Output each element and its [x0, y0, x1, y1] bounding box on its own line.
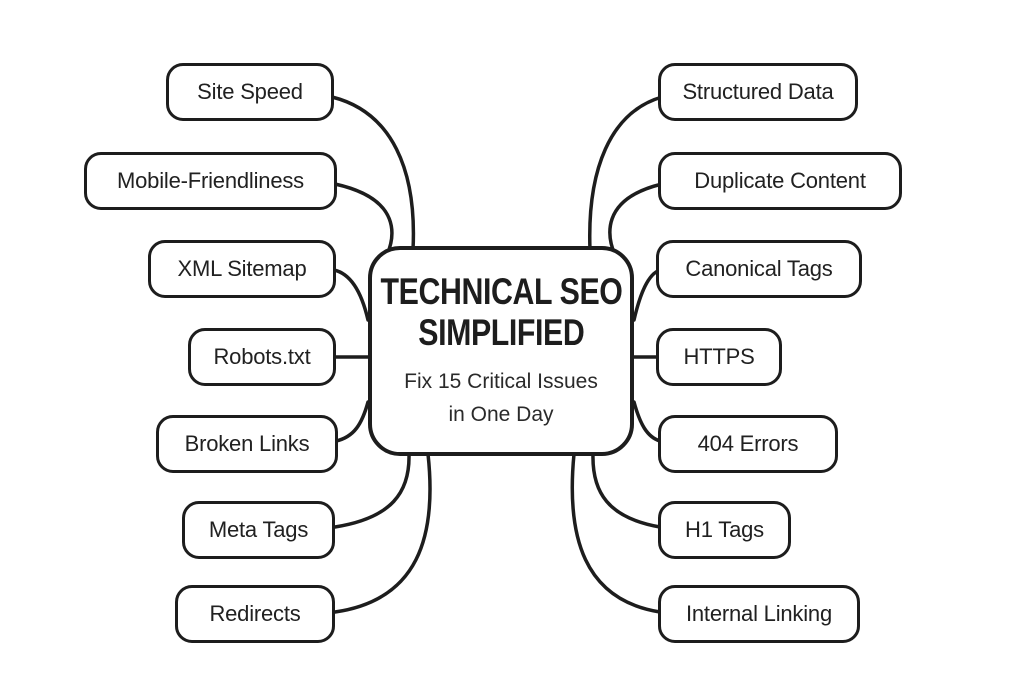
center-title-line1: TECHNICAL SEO [380, 270, 622, 312]
node-label-mobile-friendliness: Mobile-Friendliness [117, 168, 304, 193]
connector-structured-data [587, 95, 664, 252]
node-label-internal-linking: Internal Linking [685, 601, 832, 626]
node-label-robots-txt: Robots.txt [213, 344, 311, 369]
node-label-meta-tags: Meta Tags [208, 517, 309, 542]
node-duplicate-content: Duplicate Content [658, 152, 902, 210]
center-subtitle-line2: in One Day [448, 402, 554, 426]
node-mobile-friendliness: Mobile-Friendliness [84, 152, 337, 210]
node-label-canonical-tags: Canonical Tags [685, 256, 833, 281]
node-internal-linking: Internal Linking [658, 585, 860, 643]
node-label-site-speed: Site Speed [197, 79, 303, 104]
node-xml-sitemap: XML Sitemap [148, 240, 336, 298]
connector-internal-linking [570, 452, 662, 614]
connector-broken-links [334, 400, 370, 443]
center-topic: TECHNICAL SEO SIMPLIFIED Fix 15 Critical… [368, 246, 634, 456]
connector-meta-tags [333, 452, 411, 529]
node-label-redirects: Redirects [209, 601, 301, 626]
connector-h1-tags [591, 452, 662, 529]
node-label-broken-links: Broken Links [184, 431, 310, 456]
center-subtitle: Fix 15 Critical Issues in One Day [404, 366, 598, 431]
center-title-line2: SIMPLIFIED [417, 312, 585, 354]
node-canonical-tags: Canonical Tags [656, 240, 862, 298]
node-redirects: Redirects [175, 585, 335, 643]
node-structured-data: Structured Data [658, 63, 858, 121]
node-404-errors: 404 Errors [658, 415, 838, 473]
center-subtitle-line1: Fix 15 Critical Issues [404, 370, 598, 394]
node-label-404-errors: 404 Errors [697, 431, 799, 456]
node-meta-tags: Meta Tags [182, 501, 335, 559]
node-label-https: HTTPS [683, 344, 755, 369]
node-label-h1-tags: H1 Tags [685, 517, 764, 542]
node-site-speed: Site Speed [166, 63, 334, 121]
connector-404-errors [632, 400, 662, 443]
node-label-duplicate-content: Duplicate Content [694, 168, 866, 193]
connector-site-speed [330, 95, 416, 252]
connector-xml-sitemap [332, 268, 370, 322]
connector-redirects [333, 452, 432, 614]
node-label-structured-data: Structured Data [682, 79, 834, 104]
node-https: HTTPS [656, 328, 782, 386]
node-broken-links: Broken Links [156, 415, 338, 473]
node-h1-tags: H1 Tags [658, 501, 791, 559]
node-label-xml-sitemap: XML Sitemap [177, 256, 307, 281]
node-robots-txt: Robots.txt [188, 328, 336, 386]
